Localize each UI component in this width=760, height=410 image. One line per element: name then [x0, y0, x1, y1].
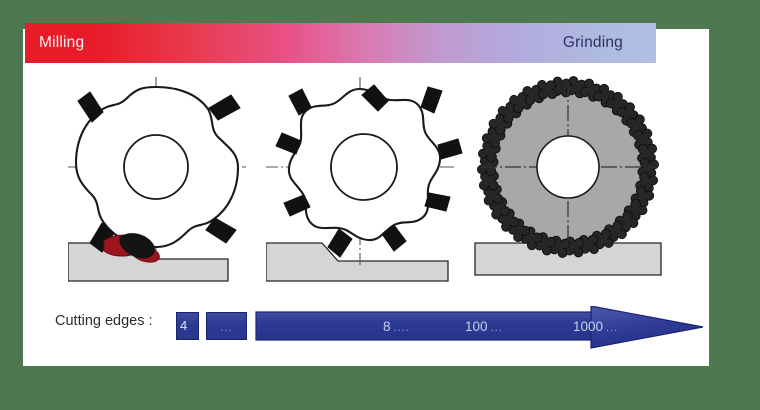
arrow-tick-100: 100...: [465, 319, 503, 334]
cutting-insert: [275, 84, 463, 258]
arrow-tick-1000: 1000...: [573, 319, 618, 334]
cutting-insert: [77, 91, 241, 253]
workpiece-block: [266, 242, 449, 282]
arrow-tick-1000-dots: ...: [606, 322, 619, 334]
cutter-body: [74, 85, 240, 249]
arrow-tick-100-dots: ...: [490, 322, 503, 334]
band-label-grinding: Grinding: [562, 34, 623, 51]
cutting-edges-scale: Cutting edges : 4 ...: [23, 300, 709, 356]
edge-count-chip-4[interactable]: 4: [176, 312, 199, 340]
figure-grinding-wheel: [473, 75, 699, 293]
arrow-shape: [255, 305, 704, 349]
chip: [103, 233, 160, 263]
arrow-tick-8: 8....: [383, 319, 410, 334]
wheel-bore: [536, 135, 600, 199]
tool-illustration-strip: [23, 75, 709, 293]
progression-arrow: 8.... 100... 1000...: [255, 305, 705, 350]
cutter-body: [287, 87, 442, 242]
band-label-milling: Milling: [39, 34, 85, 51]
arrow-tick-8-value: 8: [383, 319, 391, 334]
figure-milling-cutter-8-edges: [266, 75, 492, 293]
arrow-tick-1000-value: 1000: [573, 319, 604, 334]
cutting-edges-label: Cutting edges :: [55, 313, 153, 329]
arrow-tick-100-value: 100: [465, 319, 488, 334]
milling-grinding-gradient-band: Milling Grinding: [25, 23, 656, 63]
edge-count-chip-ellipsis[interactable]: ...: [206, 312, 247, 340]
figure-milling-cutter-4-edges: [68, 75, 294, 293]
arrow-tick-8-dots: ....: [393, 322, 410, 334]
abrasive-grain: [477, 76, 659, 258]
